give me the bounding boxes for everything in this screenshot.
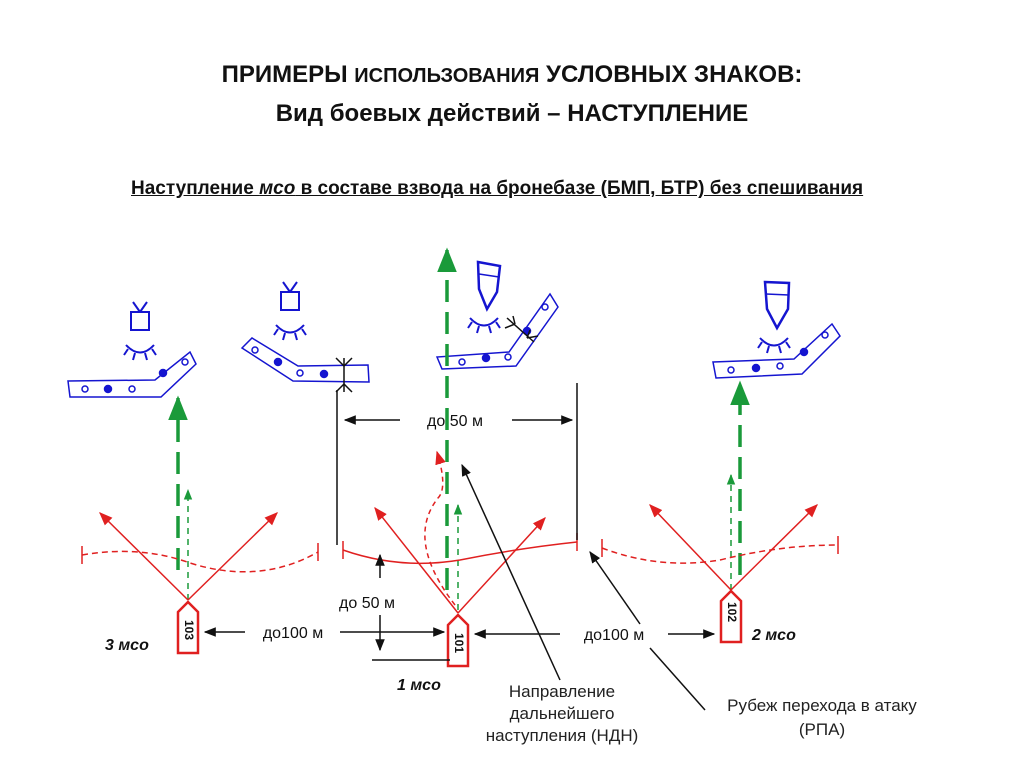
svg-text:Направление: Направление [509, 682, 615, 701]
green-advance-arrows [168, 247, 750, 610]
enemy-obstacle-left [335, 357, 353, 393]
vehicle-103-label: 103 [182, 620, 196, 640]
squad-1-label: 1 мсо [397, 677, 441, 694]
enemy-trench-left-center [240, 337, 370, 383]
callout-rpa: Рубеж перехода в атаку (РПА) [727, 696, 917, 739]
squad-3-label: 3 мсо [105, 637, 149, 654]
enemy-observer-center [467, 317, 501, 334]
dimension-lines [203, 383, 716, 661]
svg-text:дальнейшего: дальнейшего [510, 704, 615, 723]
enemy-atgm-right [763, 280, 791, 331]
distance-mid-label: до 50 м [339, 595, 395, 612]
svg-text:наступления (НДН): наступления (НДН) [486, 726, 639, 745]
enemy-obstacle-center [504, 315, 539, 343]
title-line-2: Вид боевых действий – НАСТУПЛЕНИЕ [275, 100, 749, 127]
enemy-atgm-center [476, 260, 502, 312]
enemy-trench-left [67, 350, 197, 398]
squad-2-label: 2 мсо [751, 627, 796, 644]
callout-lines [461, 463, 706, 711]
enemy-trench-center [435, 292, 559, 370]
enemy-observer-right [757, 337, 791, 354]
vehicle-103: 103 [176, 600, 200, 655]
distance-right-label: до100 м [584, 627, 644, 644]
enemy-trench-right [712, 322, 841, 379]
vehicle-101: 101 [446, 613, 470, 668]
vehicle-102: 102 [719, 589, 743, 644]
svg-text:(РПА): (РПА) [799, 720, 845, 739]
distance-top-label: до 50 м [427, 413, 483, 430]
callout-ndn: Направление дальнейшего наступления (НДН… [486, 682, 639, 745]
fire-sector-arrows [99, 450, 818, 614]
enemy-observer-left [123, 301, 157, 361]
vehicle-102-label: 102 [725, 602, 739, 622]
svg-text:Рубеж перехода в атаку: Рубеж перехода в атаку [727, 696, 917, 715]
attack-line [81, 533, 839, 573]
enemy-observer-left-center [273, 281, 307, 341]
vehicle-101-label: 101 [452, 633, 466, 653]
subtitle: Наступление мсо в составе взвода на брон… [131, 178, 864, 199]
title-line-1: ПРИМЕРЫ ИСПОЛЬЗОВАНИЯ УСЛОВНЫХ ЗНАКОВ: [221, 61, 803, 88]
distance-left-label: до100 м [263, 625, 323, 642]
